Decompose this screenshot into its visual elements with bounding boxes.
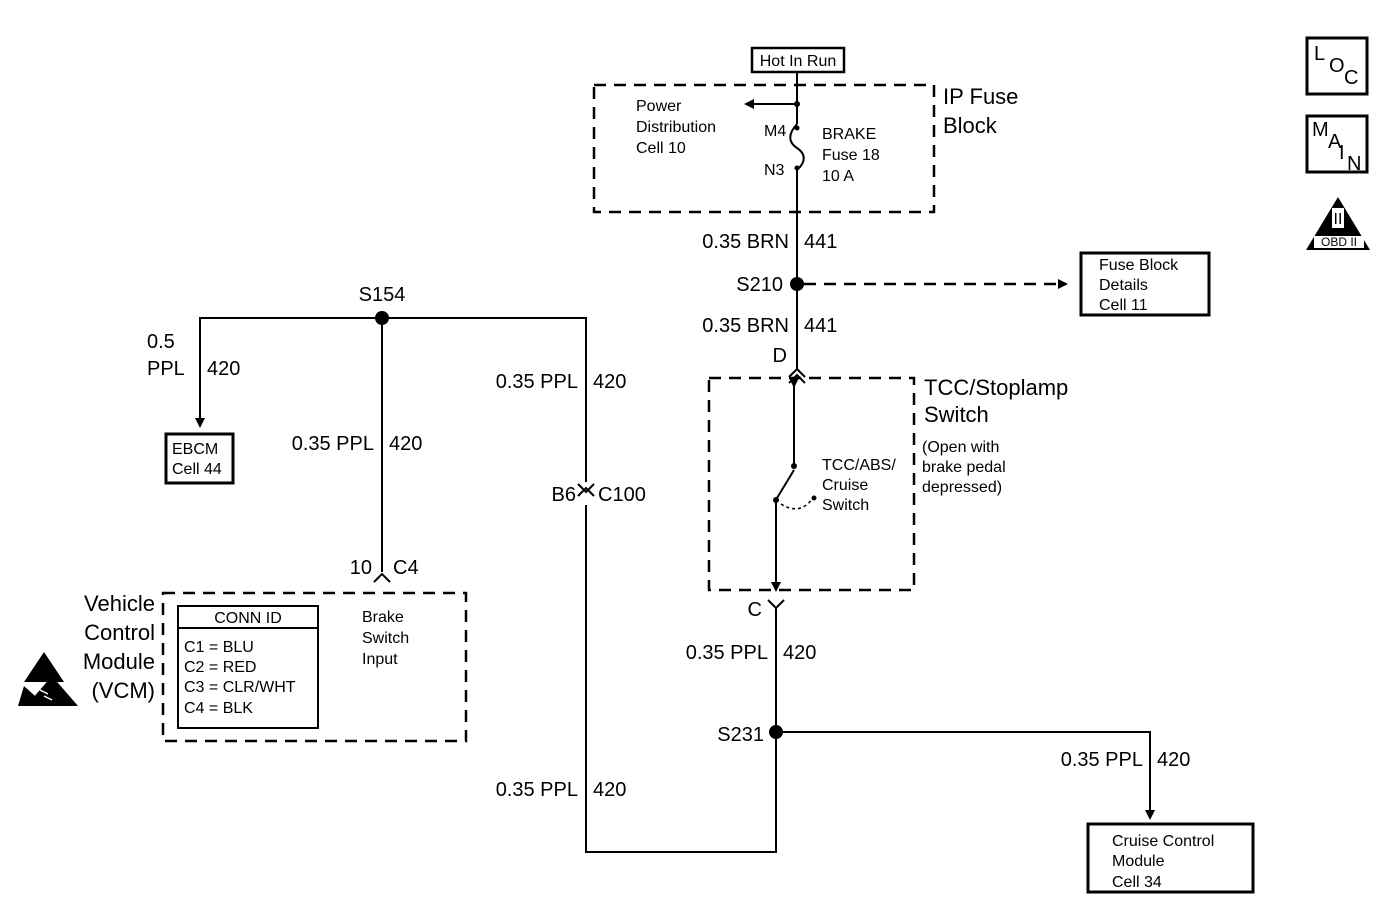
tcc-switch-note-2: brake pedal (922, 459, 1006, 476)
ebcm-1: EBCM (172, 441, 218, 458)
hot-in-run-label: Hot In Run (760, 53, 836, 70)
svg-text:N: N (1347, 153, 1361, 175)
conn-id-row-c4: C4 = BLK (184, 700, 253, 717)
wire-420-switch-gauge: 0.35 PPL (686, 642, 768, 664)
tcc-switch-note-1: (Open with (922, 439, 999, 456)
fuse-block-details-box: Fuse Block Details Cell 11 (1079, 251, 1211, 317)
c100-pin-label: B6 (552, 484, 576, 506)
wire-441-upper-circuit: 441 (804, 231, 837, 253)
wire-420-cruise-gauge: 0.35 PPL (1061, 749, 1143, 771)
svg-text:C: C (1344, 67, 1358, 89)
wire-420-return-circuit: 420 (593, 779, 626, 801)
terminal-c-label: C (748, 599, 762, 621)
wire-441-upper-gauge: 0.35 BRN (702, 231, 789, 253)
c100-connector-label: C100 (598, 484, 646, 506)
cruise-module-1: Cruise Control (1112, 833, 1214, 850)
vcm-title-3: Module (83, 649, 155, 674)
brake-fuse-symbol (789, 123, 805, 171)
tcc-switch-inner-1: TCC/ABS/ (822, 457, 896, 474)
c100-connector (577, 483, 595, 497)
vcm-connector-label: C4 (393, 557, 419, 579)
ebcm-2: Cell 44 (172, 461, 222, 478)
loc-icon: L O C (1305, 36, 1369, 96)
wire-ebcm-gauge-b: PPL (147, 358, 185, 380)
obd-ii-icon: II OBD II (1306, 197, 1370, 250)
splice-s231-label: S231 (717, 724, 764, 746)
brake-switch-input-1: Brake (362, 609, 404, 626)
svg-text:O: O (1329, 55, 1345, 77)
tcc-switch-inner-3: Switch (822, 497, 869, 514)
conn-id-row-c1: C1 = BLU (184, 639, 254, 656)
wire-420-vcm-circuit: 420 (389, 433, 422, 455)
ebcm-box: EBCM Cell 44 (164, 432, 235, 485)
vcm-title-4: (VCM) (91, 678, 155, 703)
esd-warning-icon (18, 652, 78, 706)
tcc-switch-title-1: TCC/Stoplamp (924, 375, 1068, 400)
svg-text:A: A (1328, 131, 1342, 153)
fuse-block-details-3: Cell 11 (1099, 297, 1148, 314)
tcc-switch-note-3: depressed) (922, 479, 1002, 496)
tcc-switch-outline (707, 376, 916, 592)
splice-s154 (375, 311, 389, 325)
wire-420-cruise-circuit: 420 (1157, 749, 1190, 771)
conn-id-row-c3: C3 = CLR/WHT (184, 679, 296, 696)
fuse-pin-m4: M4 (764, 123, 786, 140)
wire-420-c100-circuit: 420 (593, 371, 626, 393)
wire-441-lower-circuit: 441 (804, 315, 837, 337)
svg-text:M: M (1312, 119, 1329, 141)
ip-fuse-block-outline (592, 83, 936, 214)
splice-s210-label: S210 (736, 274, 783, 296)
vcm-pin-label: 10 (350, 557, 372, 579)
ip-fuse-block-title-1: IP Fuse (943, 84, 1018, 109)
conn-id-title: CONN ID (214, 610, 282, 627)
splice-s154-label: S154 (359, 284, 406, 306)
splice-s210 (790, 277, 804, 291)
wire-420-vcm-gauge: 0.35 PPL (292, 433, 374, 455)
tcc-switch-blade (776, 469, 795, 499)
hot-in-run-box: Hot In Run (750, 46, 846, 74)
vcm-outline (161, 591, 468, 743)
terminal-d-connector (788, 367, 806, 384)
main-icon: M A I N (1305, 114, 1369, 175)
fuse-block-details-2: Details (1099, 277, 1148, 294)
fuse-block-details-1: Fuse Block (1099, 257, 1179, 274)
fuse-pin-n3: N3 (764, 162, 785, 179)
brake-switch-input-2: Switch (362, 630, 409, 647)
ip-fuse-block-title-2: Block (943, 113, 998, 138)
brake-fuse-label-3: 10 A (822, 168, 854, 185)
conn-id-row-c2: C2 = RED (184, 659, 256, 676)
power-distribution-3: Cell 10 (636, 140, 686, 157)
wire-ebcm-gauge-a: 0.5 (147, 331, 175, 353)
wire-420-switch-circuit: 420 (783, 642, 816, 664)
svg-text:I: I (1339, 142, 1345, 164)
cruise-control-module-box: Cruise Control Module Cell 34 (1086, 822, 1255, 894)
tcc-switch-inner-2: Cruise (822, 477, 868, 494)
power-distribution-1: Power (636, 98, 682, 115)
terminal-d-label: D (773, 345, 787, 367)
splice-s231 (769, 725, 783, 739)
brake-fuse-label-2: Fuse 18 (822, 147, 880, 164)
brake-fuse-label-1: BRAKE (822, 126, 876, 143)
svg-text:OBD II: OBD II (1321, 235, 1357, 249)
power-distribution-2: Distribution (636, 119, 716, 136)
brake-switch-input-3: Input (362, 651, 398, 668)
wire-420-return-gauge: 0.35 PPL (496, 779, 578, 801)
wire-441-lower-gauge: 0.35 BRN (702, 315, 789, 337)
vcm-c4-connector (373, 572, 391, 583)
svg-text:L: L (1314, 43, 1325, 65)
cruise-module-3: Cell 34 (1112, 874, 1162, 891)
tcc-switch-title-2: Switch (924, 402, 989, 427)
wire-ebcm-circuit: 420 (207, 358, 240, 380)
conn-id-table: CONN ID C1 = BLU C2 = RED C3 = CLR/WHT C… (177, 605, 319, 729)
cruise-module-2: Module (1112, 853, 1165, 870)
svg-text:II: II (1334, 211, 1343, 228)
wire-420-c100-gauge: 0.35 PPL (496, 371, 578, 393)
vcm-title-2: Control (84, 620, 155, 645)
vcm-title-1: Vehicle (84, 591, 155, 616)
terminal-c-connector (767, 599, 785, 610)
